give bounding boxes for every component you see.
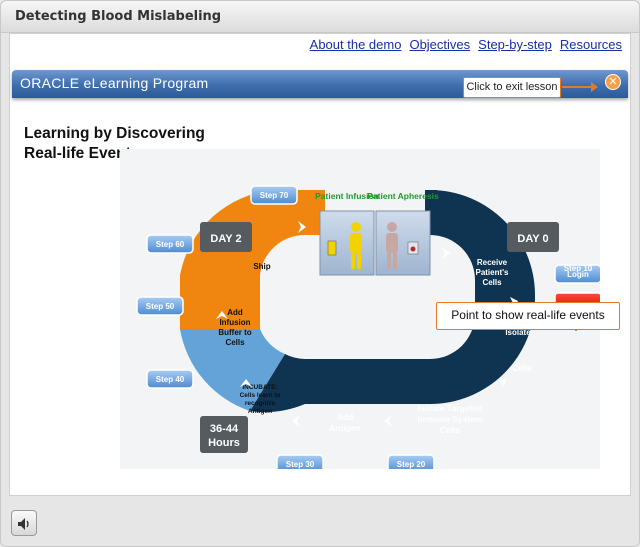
ship-label: Ship <box>253 262 270 271</box>
patient-apheresis-label: Patient Apheresis <box>367 191 439 201</box>
day2-box <box>200 222 252 252</box>
svg-text:Cells: Cells <box>440 425 461 435</box>
patient-apheresis-figure <box>386 222 419 269</box>
patient-apheresis-box <box>375 210 431 276</box>
step-40-button[interactable]: Step 40 <box>146 369 194 389</box>
banner-title: ORACLE eLearning Program <box>20 75 209 91</box>
svg-text:Cells: Cells <box>225 338 245 347</box>
isolate-targeted-label: Isolate Targeted Immune System Cells <box>417 403 483 435</box>
svg-text:Antigen: Antigen <box>248 408 272 415</box>
real-life-callout: Point to show real-life events <box>436 302 620 330</box>
svg-text:recognize: recognize <box>245 400 276 407</box>
top-links: About the demo Objectives Step-by-step R… <box>310 37 622 52</box>
window-title: Detecting Blood Mislabeling <box>15 9 222 24</box>
ring-segment-incubate <box>180 329 285 411</box>
arrow-icon <box>498 379 506 387</box>
svg-text:Receive: Receive <box>477 258 508 267</box>
svg-text:Step 30: Step 30 <box>286 460 315 469</box>
ring-segment-ship <box>180 190 325 275</box>
svg-text:Cells learn to: Cells learn to <box>240 392 281 399</box>
day2-label: DAY 2 <box>210 233 241 245</box>
add-antigen-label: Add Antigen <box>329 412 361 433</box>
svg-text:Cells: Cells <box>482 278 502 287</box>
arrow-icon <box>292 415 300 427</box>
page-heading: Learning by Discovering Real-life Events <box>24 124 244 164</box>
svg-text:Step 60: Step 60 <box>156 240 185 249</box>
step-50-button[interactable]: Step 50 <box>136 296 184 316</box>
svg-text:INCUBATE:: INCUBATE: <box>242 384 277 391</box>
step-30-button[interactable]: Step 30 <box>276 454 324 469</box>
flow-arrows <box>216 221 518 427</box>
patient-infusion-figure <box>327 222 362 269</box>
exit-callout-arrow <box>562 82 598 92</box>
incubate-label: INCUBATE: Cells learn to recognize Antig… <box>240 384 281 415</box>
step-70-button[interactable]: Step 70 <box>250 185 298 205</box>
svg-text:Step 40: Step 40 <box>156 375 185 384</box>
bottom-bar <box>1 498 639 546</box>
arrow-icon <box>442 247 450 259</box>
add-buffer-label: Add Infusion Buffer to Cells <box>218 308 251 347</box>
window-titlebar: Detecting Blood Mislabeling <box>1 1 639 33</box>
svg-text:Isolate Targeted: Isolate Targeted <box>418 403 483 413</box>
step-60-button[interactable]: Step 60 <box>146 234 194 254</box>
svg-text:Buffer to: Buffer to <box>218 328 251 337</box>
svg-text:Add: Add <box>337 412 354 422</box>
login-button[interactable]: Login <box>554 264 600 284</box>
arrow-icon <box>216 311 228 319</box>
isolate-cells-label: Isolate Cells <box>505 328 532 373</box>
svg-text:Infusion: Infusion <box>219 318 250 327</box>
day0-label: DAY 0 <box>517 233 548 245</box>
svg-text:Antigen: Antigen <box>329 423 361 433</box>
arrow-icon <box>384 415 392 427</box>
close-icon[interactable]: ✕ <box>605 74 621 90</box>
arrow-icon <box>298 221 306 233</box>
step-by-step-link[interactable]: Step-by-step <box>478 37 552 52</box>
step-20-button[interactable]: Step 20 <box>387 454 435 469</box>
speaker-icon <box>18 518 29 530</box>
svg-text:Isolate: Isolate <box>505 328 531 337</box>
day0-box <box>507 222 559 252</box>
svg-text:Step 70: Step 70 <box>260 191 289 200</box>
ring-segment-buffer <box>180 275 260 329</box>
resources-link[interactable]: Resources <box>559 37 622 52</box>
hours-line-1: 36-44 <box>210 423 239 435</box>
heading-line-1: Learning by Discovering <box>24 125 205 142</box>
svg-text:Immune System: Immune System <box>417 414 483 424</box>
hours-box <box>200 416 248 453</box>
svg-text:Step 50: Step 50 <box>146 302 175 311</box>
ring-segment-navy <box>250 190 535 413</box>
heading-line-2: Real-life Events <box>24 145 140 162</box>
exit-tooltip: Click to exit lesson <box>463 77 561 98</box>
svg-text:Patient's: Patient's <box>475 268 509 277</box>
svg-text:Login: Login <box>567 270 589 279</box>
arrow-icon <box>240 379 252 387</box>
receive-cells-label: Receive Patient's Cells <box>475 258 509 287</box>
svg-text:Cells: Cells <box>512 364 532 373</box>
svg-text:Add: Add <box>227 308 243 317</box>
lesson-content: About the demo Objectives Step-by-step R… <box>9 33 631 496</box>
hours-line-2: Hours <box>208 437 240 449</box>
process-diagram: Patient Infusion Patient Apheresis DAY 2… <box>120 149 600 469</box>
svg-text:Step 20: Step 20 <box>397 460 426 469</box>
sound-button[interactable] <box>11 510 37 536</box>
about-demo-link[interactable]: About the demo <box>309 37 402 52</box>
patient-infusion-label: Patient Infusion <box>315 191 379 201</box>
objectives-link[interactable]: Objectives <box>409 37 471 52</box>
